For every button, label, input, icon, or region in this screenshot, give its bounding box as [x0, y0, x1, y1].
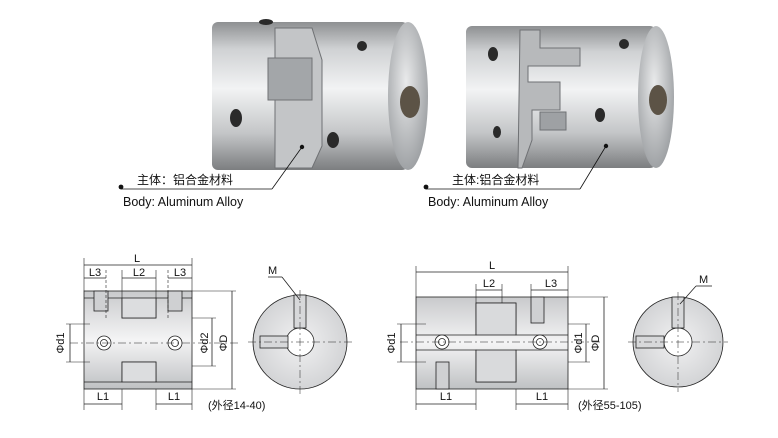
- dim-label-d1: Φd1: [55, 332, 67, 353]
- set-screw-hole: [357, 41, 367, 51]
- material-label-cn: 主体：铝合金材料: [137, 172, 233, 187]
- set-screw-hole: [595, 108, 605, 122]
- m-leader-line: [281, 276, 301, 301]
- dim-label-L1: L1: [168, 391, 180, 403]
- callout-dot: [118, 184, 124, 190]
- dim-label-L2: L2: [483, 278, 495, 290]
- size-range-note: (外径14-40): [208, 399, 265, 412]
- thread-label-M: M: [268, 265, 277, 277]
- material-label-cn: 主体:铝合金材料: [452, 172, 539, 187]
- dim-label-D: ΦD: [218, 335, 230, 352]
- bore-circle: [536, 338, 544, 346]
- coupling-photo-left: [212, 19, 428, 170]
- spider-insert-right: [539, 111, 567, 131]
- dim-label-L3: L3: [89, 267, 101, 279]
- spider-segment: [475, 349, 517, 383]
- drawing-left-labels: L L3 L2 L3 L1 L1 Φd1 Φd2 ΦD M (外径14-40): [55, 253, 277, 412]
- material-label-en: Body: Aluminum Alloy: [123, 195, 244, 209]
- callout-leader-line: [579, 145, 607, 190]
- dim-label-d1: Φd1: [573, 332, 585, 353]
- dim-label-L2: L2: [133, 267, 145, 279]
- set-screw: [530, 296, 545, 324]
- bore-hole-left: [400, 86, 420, 118]
- spider-segment: [121, 297, 157, 319]
- coupling-photo-right: [466, 26, 674, 169]
- material-label-en: Body: Aluminum Alloy: [428, 195, 549, 209]
- callout-left: 主体：铝合金材料 Body: Aluminum Alloy: [118, 144, 305, 209]
- dim-label-L: L: [489, 260, 495, 272]
- dim-label-d1: Φd1: [386, 332, 398, 353]
- spider-segment: [475, 302, 517, 336]
- drawing-left: [66, 258, 352, 410]
- size-range-note: (外径55-105): [578, 399, 642, 412]
- dim-label-L1: L1: [440, 391, 452, 403]
- spider-insert-left: [267, 57, 313, 101]
- callout-dot: [423, 184, 429, 190]
- m-leader-line: [679, 285, 697, 305]
- callout-leader-line: [271, 146, 303, 190]
- dim-label-L3: L3: [174, 267, 186, 279]
- drawing-right-labels: L L2 L3 L1 L1 Φd1 Φd1 ΦD M (外径55-105): [386, 260, 708, 412]
- set-screw-hole: [230, 109, 242, 127]
- dim-label-d2: Φd2: [199, 332, 211, 353]
- jaw-split-right: [517, 29, 581, 169]
- dim-label-L3: L3: [545, 278, 557, 290]
- set-screw-hole: [259, 19, 273, 25]
- bore-hole-right: [649, 85, 667, 115]
- thread-label-M: M: [699, 274, 708, 286]
- dim-label-L1: L1: [536, 391, 548, 403]
- dim-label-L1: L1: [97, 391, 109, 403]
- spider-segment: [121, 361, 157, 383]
- coupling-body-right: [466, 26, 656, 168]
- set-screw: [93, 290, 109, 312]
- callout-dot: [299, 144, 305, 150]
- set-screw-hole: [493, 126, 501, 138]
- set-screw-hole: [619, 39, 629, 49]
- set-screw: [167, 290, 183, 312]
- callout-dot: [603, 143, 609, 149]
- callout-right: 主体:铝合金材料 Body: Aluminum Alloy: [423, 143, 609, 209]
- set-screw: [435, 361, 450, 390]
- set-screw-hole: [488, 47, 498, 61]
- dim-label-D: ΦD: [590, 335, 602, 352]
- dim-label-L: L: [134, 253, 140, 265]
- set-screw-hole: [327, 132, 339, 148]
- drawing-right: [397, 266, 728, 410]
